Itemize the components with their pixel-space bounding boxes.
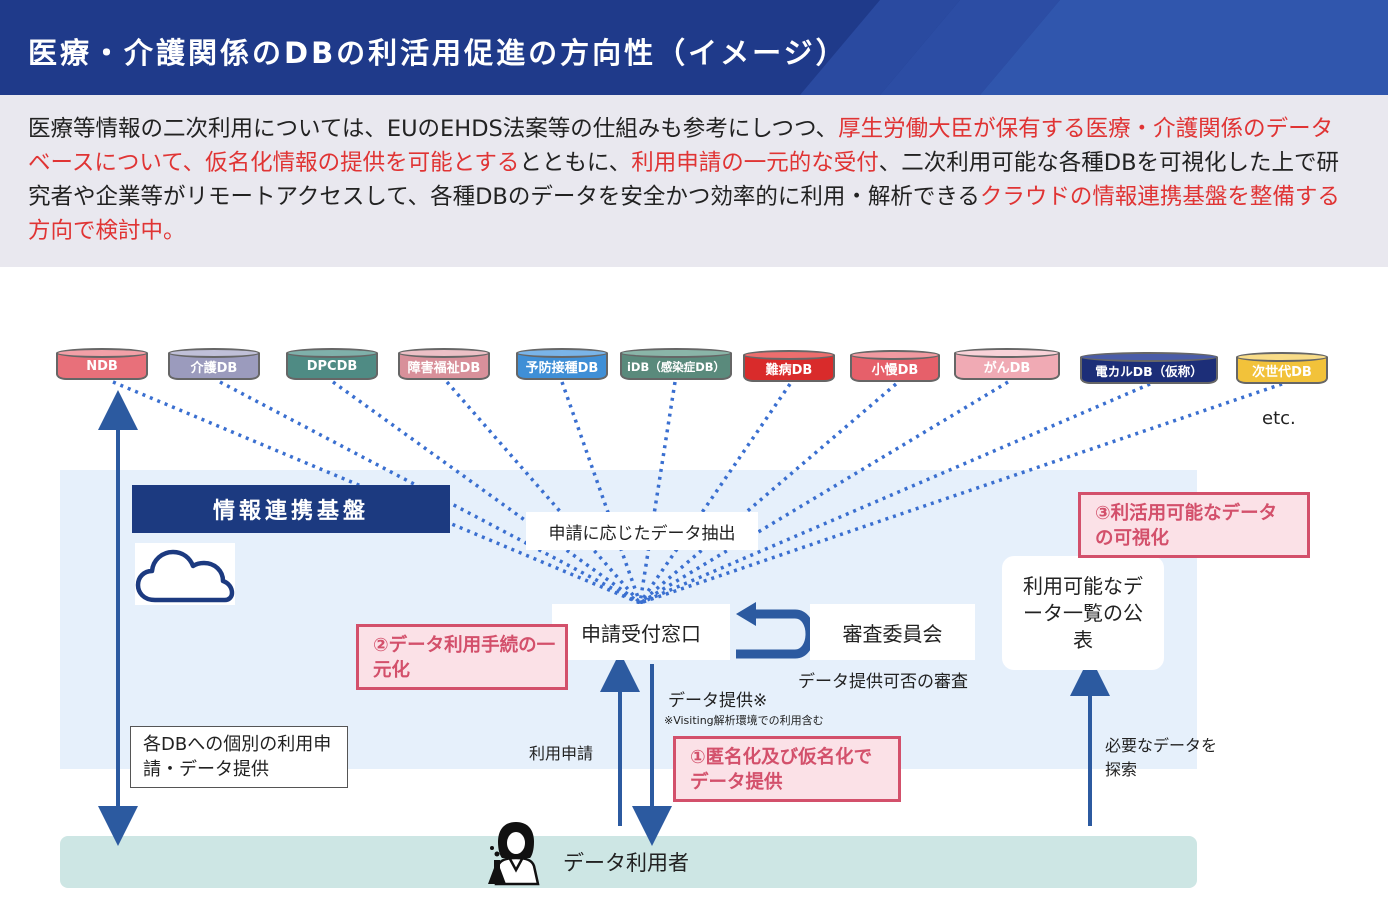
db-yobo: 予防接種DB [516,348,608,380]
cloud-icon [135,543,235,605]
db-label: NDB [56,353,148,380]
intro-part3: 、二次利用可能な各種DBを可視化した上で研究者や企業等がリモートアクセスして、各… [28,150,1340,210]
review-label: データ提供可否の審査 [798,672,968,692]
callout-text: ①匿名化及び仮名化でデータ提供 [690,747,873,793]
intro-panel: 医療等情報の二次利用については、EUのEHDS法案等の仕組みも参考にしつつ、厚生… [0,95,1388,267]
search-label: 必要なデータを探索 [1105,736,1218,779]
db-label: DPCDB [286,353,378,380]
user-label: データ利用者 [563,851,689,875]
intro-highlight2: 利用申請の一元的な受付 [631,150,879,176]
review-committee-box: 審査委員会 [810,604,975,660]
intro-highlight1: 厚生労働大臣が保有する医療・介護関係のデータベースについて、仮名化情報の提供を可… [28,116,1334,176]
intro-part1: 医療等情報の二次利用については、EUのEHDS法案等の仕組みも参考にしつつ、 [28,116,839,142]
intro-text: 医療等情報の二次利用については、EUのEHDS法案等の仕組みも参考にしつつ、厚生… [28,112,1353,248]
visiting-note: ※Visiting解析環境での利用含む [664,714,824,727]
db-dpc: DPCDB [286,348,378,380]
db-kaigo: 介護DB [168,348,260,380]
etc-label: etc. [1262,408,1296,429]
db-shogai: 障害福祉DB [398,348,490,380]
header-stripes [800,0,1388,95]
db-idb: iDB（感染症DB） [620,348,732,380]
db-ndb: NDB [56,348,148,380]
callout-visualization: ③利活用可能なデータの可視化 [1078,492,1310,558]
db-label: 難病DB [743,355,835,382]
individual-access-box: 各DBへの個別の利用申請・データ提供 [130,726,348,788]
data-list-publish-box: 利用可能なデータ一覧の公表 [1002,556,1164,670]
user-bar [60,836,1197,888]
title-bar: 医療・介護関係のDBの利活用促進の方向性（イメージ） [0,0,1388,95]
publish-label: 利用可能なデータ一覧の公表 [1023,573,1143,652]
usage-request-label: 利用申請 [529,744,594,763]
page-title: 医療・介護関係のDBの利活用促進の方向性（イメージ） [28,36,848,70]
extract-label: 申請に応じたデータ抽出 [526,512,758,550]
platform-label: 情報連携基盤 [132,485,450,533]
callout-anonymization: ①匿名化及び仮名化でデータ提供 [673,736,901,802]
intro-highlight3: クラウドの情報連携基盤を整備する方向で検討中。 [28,184,1340,244]
individual-label: 各DBへの個別の利用申請・データ提供 [143,734,332,780]
db-gan: がんDB [954,348,1060,380]
application-window-box: 申請受付窓口 [552,604,730,660]
db-jisedai: 次世代DB [1236,352,1328,384]
db-denkaru: 電カルDB（仮称） [1080,352,1218,384]
dotted-db-links [112,380,1283,605]
data-provision-label: データ提供※ [668,691,768,711]
db-shoman: 小慢DB [850,350,940,382]
callout-text: ②データ利用手続の一元化 [373,635,556,681]
callout-text: ③利活用可能なデータの可視化 [1095,503,1278,549]
callout-unification: ②データ利用手続の一元化 [356,624,568,690]
db-nanbyo: 難病DB [743,350,835,382]
intro-part2: とともに、 [519,150,632,176]
